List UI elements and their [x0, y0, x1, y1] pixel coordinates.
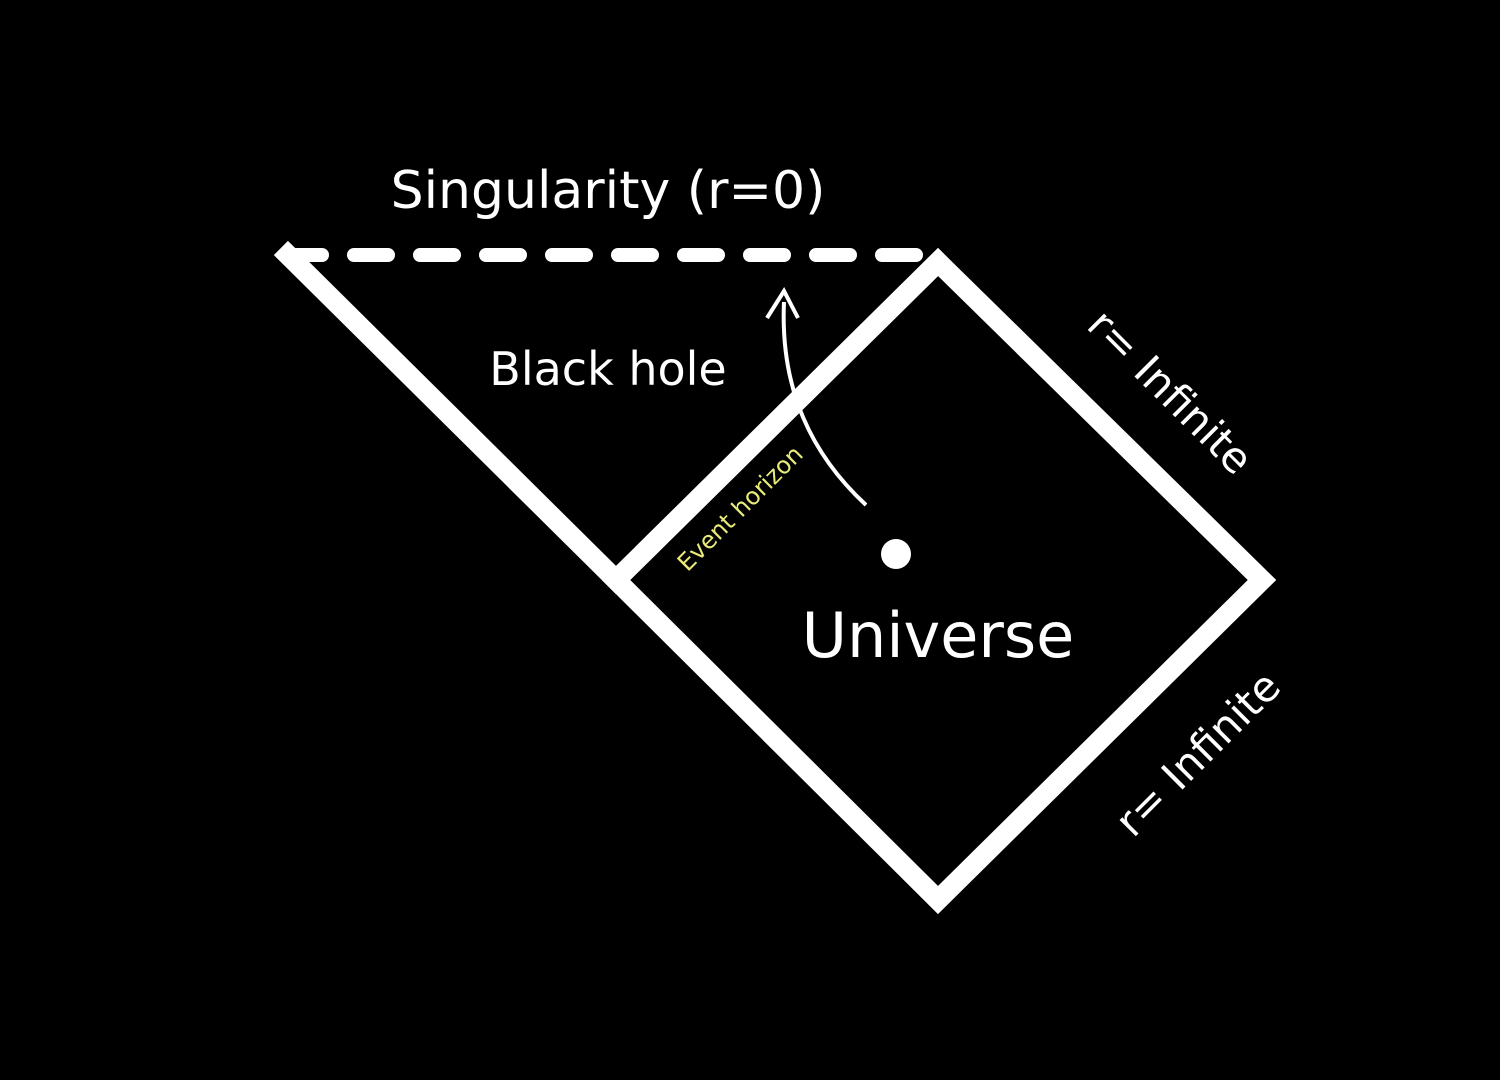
worldline-arrow [781, 301, 868, 507]
universe-label: Universe [802, 599, 1075, 672]
universe-diamond [601, 247, 1277, 915]
black-hole-label: Black hole [489, 342, 726, 396]
observer-dot [881, 539, 911, 569]
black-hole-boundary-line [273, 240, 631, 595]
singularity-label: Singularity (r=0) [391, 161, 826, 221]
worldline-arrowhead-icon [765, 286, 800, 320]
